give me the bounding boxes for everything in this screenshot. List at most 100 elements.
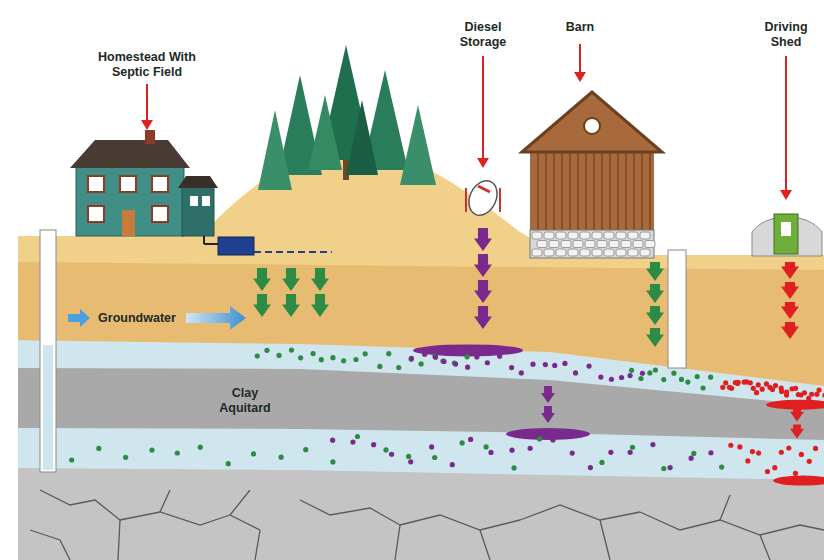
- contaminant-dot: [433, 355, 438, 360]
- stone: [561, 241, 571, 248]
- subsoil: [18, 262, 824, 560]
- contaminant-dot: [638, 376, 643, 381]
- barn-board: [649, 150, 651, 230]
- contaminant-dot: [69, 457, 74, 462]
- house-wall: [76, 166, 184, 236]
- stone: [568, 249, 578, 256]
- contaminant-dot: [689, 456, 694, 461]
- contaminant-dot: [409, 356, 414, 361]
- barn-board: [633, 150, 635, 230]
- barn-roof: [522, 92, 662, 152]
- contaminant-dot: [552, 363, 557, 368]
- seepage-arrow: [474, 254, 492, 277]
- contaminant-dot: [330, 459, 335, 464]
- contaminant-dot: [311, 351, 316, 356]
- tree: [258, 110, 292, 190]
- stone: [556, 232, 566, 239]
- stone: [645, 241, 655, 248]
- septic-field: [254, 251, 332, 253]
- contaminant-dot: [599, 460, 604, 465]
- fuel-plume: [773, 476, 824, 486]
- leader-line: [785, 56, 787, 192]
- contaminant-dot: [570, 450, 575, 455]
- contaminant-dot: [509, 365, 514, 370]
- contaminant-dot: [519, 370, 524, 375]
- barn-board: [561, 150, 563, 230]
- contaminant-dot: [764, 381, 769, 386]
- contaminant-dot: [465, 365, 470, 370]
- contaminant-dot: [779, 450, 784, 455]
- stone: [537, 241, 547, 248]
- contaminant-dot: [341, 358, 346, 363]
- tree: [346, 100, 378, 175]
- barn-board: [545, 150, 547, 230]
- contaminant-dot: [450, 462, 455, 467]
- contaminant-dot: [728, 443, 733, 448]
- contaminant-dot: [806, 396, 811, 401]
- contaminant-dot: [627, 373, 632, 378]
- seepage-arrow: [282, 294, 300, 317]
- seepage-arrow: [790, 424, 804, 438]
- bedrock-crack: [120, 512, 230, 525]
- barn-board: [625, 150, 627, 230]
- contaminant-dot: [793, 471, 798, 476]
- contaminant-dot: [628, 450, 633, 455]
- arrowhead: [477, 158, 489, 168]
- contaminant-dot: [814, 392, 819, 397]
- contaminant-dot: [562, 361, 567, 366]
- contaminant-dot: [598, 375, 603, 380]
- contaminant-dot: [383, 447, 388, 452]
- contaminant-dot: [640, 371, 645, 376]
- contaminant-dot: [377, 364, 382, 369]
- flow-arrow: [68, 309, 90, 327]
- seepage-arrow: [282, 268, 300, 291]
- contaminant-dot: [363, 351, 368, 356]
- house-roof: [70, 140, 190, 168]
- stone: [628, 249, 638, 256]
- barn-board: [537, 150, 539, 230]
- homestead: [70, 130, 218, 236]
- barn-board: [641, 150, 643, 230]
- contaminant-dot: [441, 359, 446, 364]
- contaminant-dot: [685, 380, 690, 385]
- contaminant-dot: [735, 381, 740, 386]
- pipe: [203, 236, 205, 244]
- arrowhead: [574, 72, 586, 82]
- well-water: [43, 345, 53, 470]
- contaminant-dot: [729, 386, 734, 391]
- window: [202, 196, 210, 206]
- window: [88, 206, 104, 222]
- stones: [532, 232, 655, 256]
- contaminant-dot: [353, 357, 358, 362]
- contaminant-dot: [276, 353, 281, 358]
- contaminant-dot: [350, 439, 355, 444]
- clay-aquitard: [18, 368, 824, 560]
- leader-arrows: [141, 44, 792, 200]
- barn-board: [609, 150, 611, 230]
- wells: [40, 230, 686, 472]
- part-label: Diesel Storage: [448, 20, 518, 50]
- contaminant-dot: [198, 445, 203, 450]
- contaminant-dot: [784, 389, 789, 394]
- well-casing: [668, 250, 686, 368]
- contaminant-dot: [629, 368, 634, 373]
- bedrock: [18, 468, 824, 560]
- barn-wall: [530, 150, 654, 230]
- contaminant-dot: [720, 385, 725, 390]
- contaminant-dot: [468, 437, 473, 442]
- contaminant-dot: [748, 380, 753, 385]
- tank-stand: [465, 188, 467, 212]
- contaminant-dot: [355, 434, 360, 439]
- leader-line: [579, 44, 581, 74]
- trees: [258, 45, 436, 190]
- leader-line: [146, 84, 148, 122]
- window: [152, 206, 168, 222]
- contaminant-dot: [708, 450, 713, 455]
- tank: [464, 176, 503, 220]
- stone: [532, 249, 542, 256]
- contaminant-dot: [386, 351, 391, 356]
- contaminant-dot: [760, 387, 765, 392]
- seepage-arrow: [474, 280, 492, 303]
- stone: [604, 249, 614, 256]
